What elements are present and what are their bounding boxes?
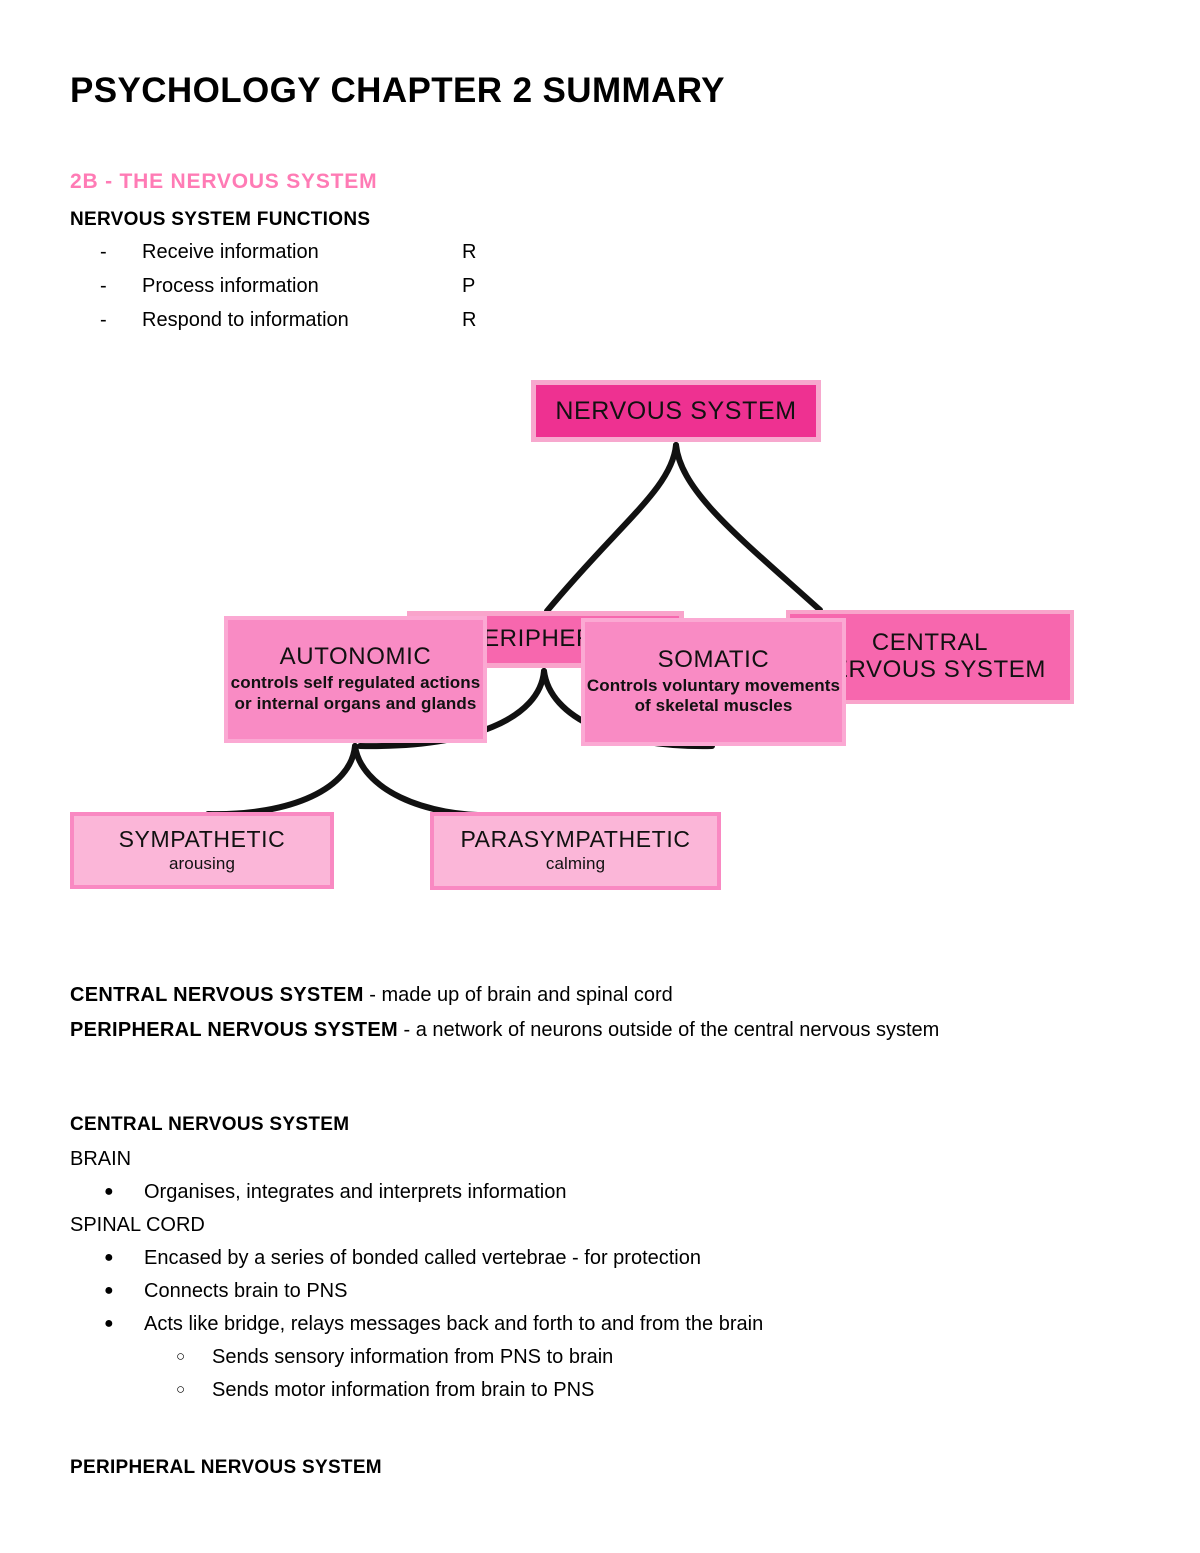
spinal-cord-sub-bullet-list: ○ Sends sensory information from PNS to … [176, 1346, 763, 1412]
node-description: calming [545, 854, 606, 873]
section-heading: 2B - THE NERVOUS SYSTEM [70, 170, 378, 193]
node-description: Controls voluntary movements of skeletal… [586, 675, 841, 716]
bullet-icon: ● [104, 1183, 114, 1200]
node-title-line2: NERVOUS SYSTEM [813, 656, 1046, 683]
diagram-node-autonomic: AUTONOMIC controls self regulated action… [224, 616, 487, 743]
diagram-node-sympathetic: SYMPATHETIC arousing [70, 812, 334, 889]
functions-list: - Receive information R - Process inform… [100, 241, 720, 343]
definition-term: PERIPHERAL NERVOUS SYSTEM [70, 1019, 398, 1041]
central-nervous-system-heading: CENTRAL NERVOUS SYSTEM [70, 1114, 350, 1135]
peripheral-nervous-system-heading: PERIPHERAL NERVOUS SYSTEM [70, 1457, 382, 1478]
edge-autonomic-to-sympathetic [205, 743, 358, 818]
diagram-node-somatic: SOMATIC Controls voluntary movements of … [581, 618, 846, 746]
diagram-node-parasympathetic: PARASYMPATHETIC calming [430, 812, 721, 890]
function-text: Process information [142, 275, 319, 297]
definition-body: - made up of brain and spinal cord [363, 984, 673, 1006]
bullet-text: Acts like bridge, relays messages back a… [144, 1313, 764, 1335]
nervous-system-hierarchy-diagram: NERVOUS SYSTEM PERIPHERAL CENTRAL NERVOU… [60, 368, 1090, 913]
definition-cns: CENTRAL NERVOUS SYSTEM - made up of brai… [70, 978, 1070, 1013]
node-title: PARASYMPATHETIC [460, 826, 691, 853]
list-item: - Process information P [100, 275, 720, 309]
bullet-text: Connects brain to PNS [144, 1280, 348, 1302]
list-item: ● Acts like bridge, relays messages back… [104, 1313, 763, 1346]
diagram-node-nervous-system: NERVOUS SYSTEM [531, 380, 821, 442]
brain-bullet-list: ● Organises, integrates and interprets i… [104, 1181, 566, 1214]
node-description: controls self regulated actions or inter… [230, 673, 481, 713]
list-item: ○ Sends motor information from brain to … [176, 1379, 763, 1412]
definition-term: CENTRAL NERVOUS SYSTEM [70, 984, 364, 1006]
node-title-line1: CENTRAL [871, 629, 989, 657]
node-description: arousing [168, 853, 235, 873]
node-title: NERVOUS SYSTEM [555, 397, 797, 425]
function-text: Receive information [142, 241, 319, 263]
sub-bullet-text: Sends motor information from brain to PN… [212, 1379, 595, 1401]
nervous-system-functions-heading: NERVOUS SYSTEM FUNCTIONS [70, 209, 371, 230]
bullet-icon: ● [104, 1282, 114, 1299]
definition-pns: PERIPHERAL NERVOUS SYSTEM - a network of… [70, 1013, 1070, 1048]
bullet-icon: ● [104, 1315, 114, 1332]
node-title: SYMPATHETIC [118, 825, 286, 852]
function-code: P [462, 275, 476, 297]
bullet-text: Encased by a series of bonded called ver… [144, 1247, 701, 1269]
dash-marker: - [100, 275, 107, 297]
bullet-text: Organises, integrates and interprets inf… [144, 1181, 567, 1203]
definition-body: - a network of neurons outside of the ce… [397, 1019, 940, 1041]
sub-bullet-text: Sends sensory information from PNS to br… [212, 1346, 614, 1368]
list-item: - Respond to information R [100, 309, 720, 343]
sub-bullet-icon: ○ [176, 1348, 186, 1365]
dash-marker: - [100, 241, 107, 263]
page-title: PSYCHOLOGY CHAPTER 2 SUMMARY [70, 71, 725, 110]
bullet-icon: ● [104, 1249, 114, 1266]
sub-bullet-icon: ○ [176, 1381, 186, 1398]
spinal-cord-label: SPINAL CORD [70, 1214, 205, 1236]
edge-nervous-to-peripheral [544, 442, 679, 614]
edge-autonomic-to-parasympathetic [352, 743, 503, 819]
list-item: ● Encased by a series of bonded called v… [104, 1247, 763, 1280]
list-item: - Receive information R [100, 241, 720, 275]
list-item: ● Connects brain to PNS [104, 1280, 763, 1313]
list-item: ○ Sends sensory information from PNS to … [176, 1346, 763, 1379]
node-title: AUTONOMIC [279, 643, 432, 671]
spinal-cord-bullet-list: ● Encased by a series of bonded called v… [104, 1247, 763, 1412]
function-code: R [462, 241, 477, 263]
dash-marker: - [100, 309, 107, 331]
brain-label: BRAIN [70, 1148, 132, 1170]
definitions-block: CENTRAL NERVOUS SYSTEM - made up of brai… [70, 978, 1070, 1048]
function-code: R [462, 309, 477, 331]
function-text: Respond to information [142, 309, 349, 331]
edge-nervous-to-central [673, 442, 823, 613]
list-item: ● Organises, integrates and interprets i… [104, 1181, 566, 1214]
node-title: SOMATIC [657, 645, 770, 673]
